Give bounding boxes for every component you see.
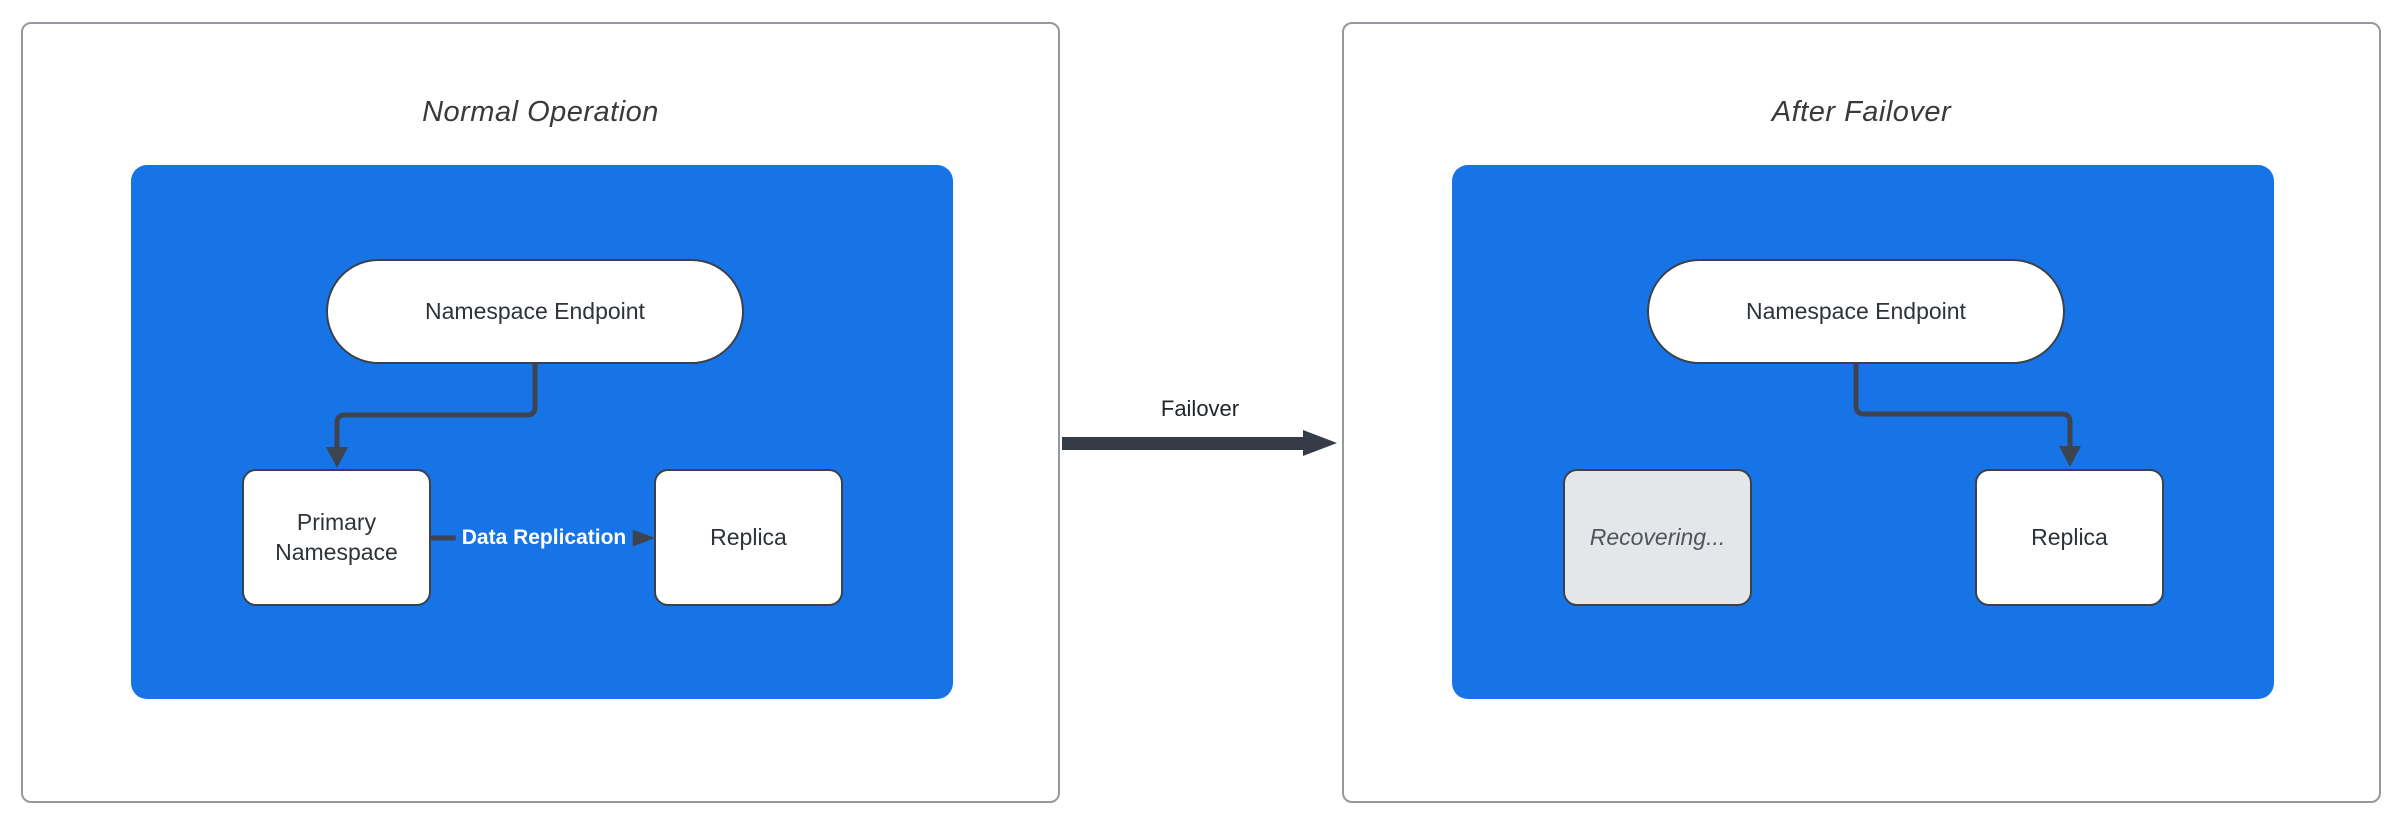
panel-title: Normal Operation <box>422 96 659 128</box>
failover-label: Failover <box>1160 396 1240 421</box>
panel-after-failover: After Failover Namespace Endpoint Recove… <box>1342 22 2381 803</box>
node-namespace-endpoint: Namespace Endpoint <box>1647 259 2065 364</box>
node-namespace-endpoint: Namespace Endpoint <box>326 259 744 364</box>
edge-label-data-replication: Data Replication <box>455 524 633 552</box>
node-label: Primary Namespace <box>275 508 398 565</box>
edge-endpoint-to-replica <box>1853 363 2073 448</box>
connector-layer <box>326 364 655 549</box>
node-label: Replica <box>710 523 787 550</box>
connector-layer <box>1853 363 2081 467</box>
cluster-box-normal: Namespace Endpoint Primary Namespace Rep… <box>131 165 953 699</box>
node-primary-namespace: Primary Namespace <box>242 469 431 606</box>
arrowhead-down-icon <box>326 447 348 468</box>
panel-normal-operation: Normal Operation Namespace Endpoint Prim… <box>21 22 1060 803</box>
node-replica: Replica <box>1975 469 2164 606</box>
node-label: Recovering... <box>1589 523 1726 550</box>
node-label: Replica <box>2031 523 2108 550</box>
edge-endpoint-to-primary <box>334 364 538 449</box>
panel-title: After Failover <box>1771 96 1952 128</box>
node-replica: Replica <box>654 469 843 606</box>
arrowhead-right-icon <box>626 527 655 549</box>
failover-arrow-shaft <box>1062 437 1305 450</box>
arrowhead-down-icon <box>2059 446 2081 467</box>
node-label: Namespace Endpoint <box>425 297 645 324</box>
node-label: Namespace Endpoint <box>1746 297 1966 324</box>
node-recovering: Recovering... <box>1563 469 1752 606</box>
cluster-box-failover: Namespace Endpoint Recovering... Replica <box>1452 165 2274 699</box>
failover-arrowhead-icon <box>1303 430 1337 456</box>
